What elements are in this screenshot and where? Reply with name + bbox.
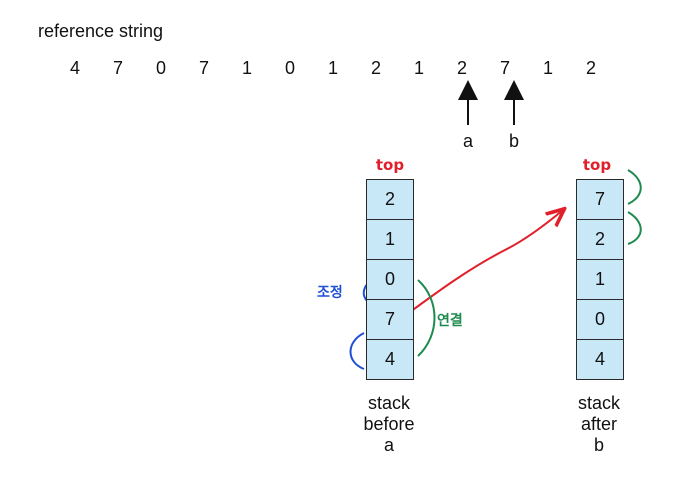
caption-line: before — [363, 414, 415, 434]
ref-value: 0 — [284, 58, 295, 78]
caption-line: stack — [577, 393, 620, 413]
stack-cell: 2 — [367, 180, 413, 220]
caption-line: after — [580, 414, 618, 434]
caption-stack-before: stack before a — [344, 393, 434, 456]
blue-bracket-lower — [349, 332, 365, 370]
stack-cell: 7 — [577, 180, 623, 220]
ref-value: 2 — [456, 58, 467, 78]
top-note-before: top — [375, 156, 405, 174]
green-bracket-after-1 — [627, 169, 642, 205]
green-bracket-after-2 — [627, 211, 642, 245]
ref-value: 1 — [241, 58, 252, 78]
stack-cell: 1 — [577, 260, 623, 300]
ref-value: 7 — [499, 58, 510, 78]
green-bracket — [417, 279, 436, 357]
ref-value: 1 — [413, 58, 424, 78]
stack-cell: 0 — [577, 300, 623, 340]
caption-line: b — [593, 435, 604, 455]
top-note-after: top — [582, 156, 612, 174]
stack-cell: 1 — [367, 220, 413, 260]
stack-cell: 7 — [367, 300, 413, 340]
caption-line: a — [383, 435, 394, 455]
blue-handwritten-note: 조정 — [317, 285, 343, 301]
stack-before-a: 2 1 0 7 4 — [366, 179, 414, 380]
pointer-label-b: b — [508, 131, 519, 151]
pointer-label-a: a — [462, 131, 473, 151]
stack-cell: 0 — [367, 260, 413, 300]
red-move-arrow — [409, 210, 563, 313]
caption-line: stack — [367, 393, 410, 413]
stack-cell: 4 — [367, 340, 413, 379]
ref-value: 7 — [112, 58, 123, 78]
ref-value: 7 — [198, 58, 209, 78]
ref-value: 1 — [542, 58, 553, 78]
ref-value: 0 — [155, 58, 166, 78]
caption-stack-after: stack after b — [554, 393, 644, 456]
ref-value: 4 — [69, 58, 80, 78]
ref-value: 2 — [585, 58, 596, 78]
green-handwritten-note: 연결 — [437, 313, 463, 329]
reference-string-title: reference string — [38, 21, 164, 41]
stack-cell: 4 — [577, 340, 623, 379]
stack-cell: 2 — [577, 220, 623, 260]
ref-value: 2 — [370, 58, 381, 78]
stack-after-b: 7 2 1 0 4 — [576, 179, 624, 380]
ref-value: 1 — [327, 58, 338, 78]
